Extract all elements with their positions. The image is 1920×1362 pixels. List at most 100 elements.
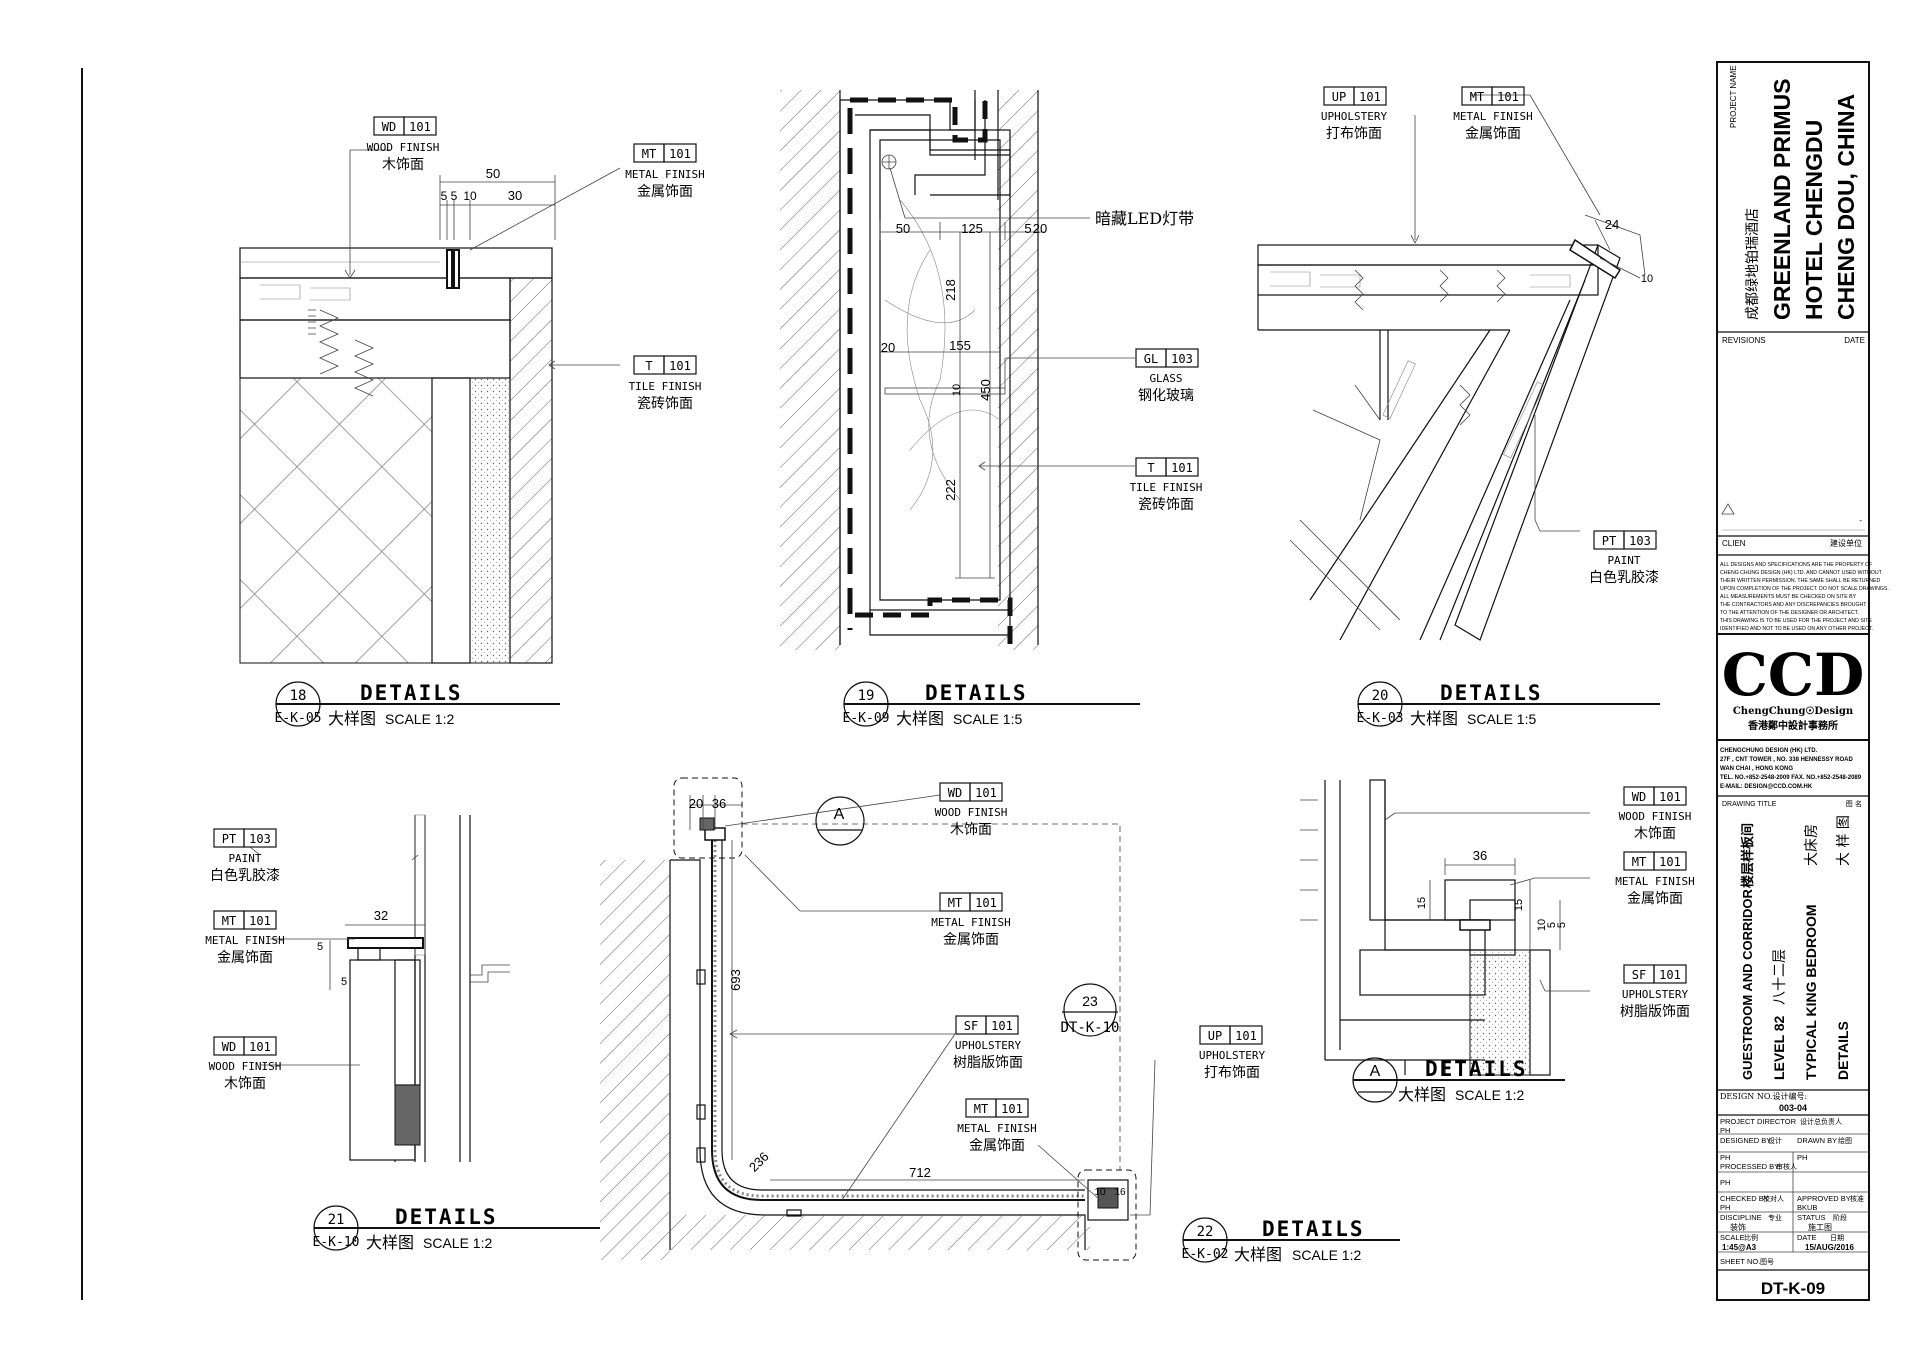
svg-text:E-MAIL: DESIGN@CCD.COM.HK: E-MAIL: DESIGN@CCD.COM.HK (1720, 784, 1813, 790)
tag-18-mt: MT 101 METAL FINISH 金属饰面 (625, 143, 705, 200)
drawing-title-line2-cn: 八十二层 (1772, 949, 1788, 1005)
scale-value: 1:45@A3 (1722, 1243, 1757, 1252)
svg-text:SF: SF (1632, 968, 1646, 982)
svg-text:101: 101 (975, 786, 997, 800)
drawing-title-line1: GUESTROOM AND CORRIDOR (1740, 888, 1755, 1080)
svg-text:白色乳胶漆: 白色乳胶漆 (1589, 569, 1659, 586)
svg-text:PAINT: PAINT (228, 852, 261, 865)
dim-a-15a: 15 (1416, 897, 1428, 909)
dim-22-10: 10 (1094, 1187, 1106, 1198)
scale-cn: 比例 (1744, 1233, 1758, 1242)
svg-text:TILE FINISH: TILE FINISH (629, 380, 702, 393)
drawing-title-cn: 图 名 (1846, 799, 1862, 808)
svg-text:A: A (1370, 1063, 1381, 1080)
svg-text:TO THE ATTENTION OF THE DESIGN: TO THE ATTENTION OF THE DESIGNER OR ARCH… (1720, 610, 1859, 616)
svg-text:木饰面: 木饰面 (224, 1076, 266, 1092)
svg-text:打布饰面: 打布饰面 (1204, 1064, 1260, 1081)
svg-text:E-K-02: E-K-02 (1182, 1247, 1229, 1262)
svg-text:101: 101 (1359, 90, 1381, 104)
dim-a-10: 10 (1536, 919, 1548, 931)
svg-text:WD: WD (948, 786, 962, 800)
svg-text:18: 18 (290, 688, 307, 704)
svg-text:WOOD FINISH: WOOD FINISH (935, 806, 1008, 819)
svg-text:大样图: 大样图 (1234, 1245, 1282, 1264)
svg-text:WOOD FINISH: WOOD FINISH (209, 1060, 282, 1073)
dim-22-16: 16 (1114, 1187, 1126, 1198)
status-label: STATUS (1797, 1213, 1825, 1222)
detail-18-drawing (239, 149, 621, 664)
svg-text:SCALE 1:2: SCALE 1:2 (423, 1235, 492, 1251)
svg-text:METAL FINISH: METAL FINISH (1453, 110, 1532, 123)
svg-text:金属饰面: 金属饰面 (637, 184, 693, 200)
svg-text:GL: GL (1144, 352, 1158, 366)
svg-text:103: 103 (249, 832, 271, 846)
project-name-line1: GREENLAND PRIMUS (1769, 78, 1795, 320)
svg-text:WOOD FINISH: WOOD FINISH (1619, 810, 1692, 823)
svg-text:101: 101 (669, 359, 691, 373)
svg-text:21: 21 (328, 1212, 345, 1228)
svg-text:WD: WD (382, 120, 396, 134)
dim-a-36: 36 (1473, 848, 1487, 863)
tag-21-wd: WD 101 WOOD FINISH 木饰面 (209, 1036, 282, 1092)
revisions-date-label: DATE (1844, 336, 1865, 345)
dim-21-5b: 5 (341, 976, 347, 988)
svg-text:木饰面: 木饰面 (382, 157, 424, 173)
svg-text:MT: MT (974, 1102, 988, 1116)
detail-title-21: 21 E-K-10 DETAILS 大样图 SCALE 1:2 (313, 1205, 600, 1252)
processed-cn: 审核人 (1776, 1162, 1797, 1171)
checked-cn: 校对人 (1763, 1194, 1784, 1203)
dim-18-5a: 5 (441, 189, 448, 203)
svg-text:PAINT: PAINT (1607, 554, 1640, 567)
tag-20-mt: MT 101 METAL FINISH 金属饰面 (1453, 86, 1533, 142)
svg-text:CHENG CHUNG DESIGN (HK) LTD. A: CHENG CHUNG DESIGN (HK) LTD. AND CANNOT … (1720, 570, 1883, 576)
detail-19-drawing (780, 90, 1135, 650)
tag-19-gl: GL 103 GLASS 钢化玻璃 (1135, 348, 1199, 404)
dim-19-125: 125 (961, 221, 983, 236)
dim-19-450: 450 (978, 379, 993, 401)
dim-19-50: 50 (896, 221, 910, 236)
svg-text:E-K-09: E-K-09 (843, 711, 890, 726)
svg-text:PT: PT (1602, 534, 1616, 548)
svg-text:IDENTIFIED AND NOT TO BE USED: IDENTIFIED AND NOT TO BE USED ON ANY OTH… (1720, 626, 1873, 632)
scale-label: SCALE (1720, 1233, 1745, 1242)
drawing-title-line3: TYPICAL KING BEDROOM (1803, 904, 1819, 1080)
svg-text:CHENGCHUNG DESIGN (HK) LTD.: CHENGCHUNG DESIGN (HK) LTD. (1720, 748, 1818, 754)
revisions-label: REVISIONS (1722, 336, 1766, 345)
designed-value: PH (1720, 1153, 1730, 1162)
callout-23-ref: DT-K-10 (1060, 1020, 1119, 1036)
dim-19-222: 222 (943, 479, 958, 501)
designed-cn: 设计 (1768, 1136, 1782, 1145)
dim-22-236: 236 (746, 1149, 772, 1175)
discipline-value: 装饰 (1730, 1222, 1746, 1232)
detail-title-19: 19 E-K-09 DETAILS 大样图 SCALE 1:5 (843, 681, 1140, 728)
date-cn: 日期 (1830, 1234, 1844, 1242)
svg-text:UP: UP (1332, 90, 1346, 104)
tag-20-pt: PT 103 PAINT 白色乳胶漆 (1589, 530, 1659, 586)
svg-text:SCALE 1:2: SCALE 1:2 (1292, 1247, 1361, 1263)
svg-text:103: 103 (1629, 534, 1651, 548)
sheet-label: SHEET NO. (1720, 1257, 1760, 1266)
svg-text:MT: MT (222, 914, 236, 928)
dim-20-10: 10 (1641, 273, 1653, 285)
svg-text:101: 101 (1171, 461, 1193, 475)
project-name-line2: HOTEL CHENGDU (1801, 120, 1827, 320)
svg-text:木饰面: 木饰面 (1634, 826, 1676, 842)
svg-text:SCALE 1:2: SCALE 1:2 (1455, 1087, 1524, 1103)
svg-text:101: 101 (1001, 1102, 1023, 1116)
processed-label: PROCESSED BY (1720, 1162, 1779, 1171)
drawing-title-line3-cn: 大床房 (1804, 824, 1820, 866)
svg-text:DETAILS: DETAILS (1425, 1057, 1528, 1081)
dim-22-712: 712 (909, 1165, 931, 1180)
processed-value: PH (1720, 1178, 1730, 1187)
svg-text:UP: UP (1208, 1029, 1222, 1043)
svg-text:白色乳胶漆: 白色乳胶漆 (210, 867, 280, 884)
status-cn: 阶段 (1833, 1213, 1847, 1222)
drawing-title-line1-cn: 楼层样板间 (1740, 823, 1756, 888)
tag-20-up: UP 101 UPHOLSTERY 打布饰面 (1321, 86, 1387, 142)
svg-text:大样图: 大样图 (328, 709, 376, 728)
svg-text:WAN CHAI , HONG KONG: WAN CHAI , HONG KONG (1720, 766, 1793, 772)
detail-title-20: 20 E-K-03 DETAILS 大样图 SCALE 1:5 (1357, 681, 1660, 728)
dim-a-5a: 5 (1546, 922, 1558, 928)
